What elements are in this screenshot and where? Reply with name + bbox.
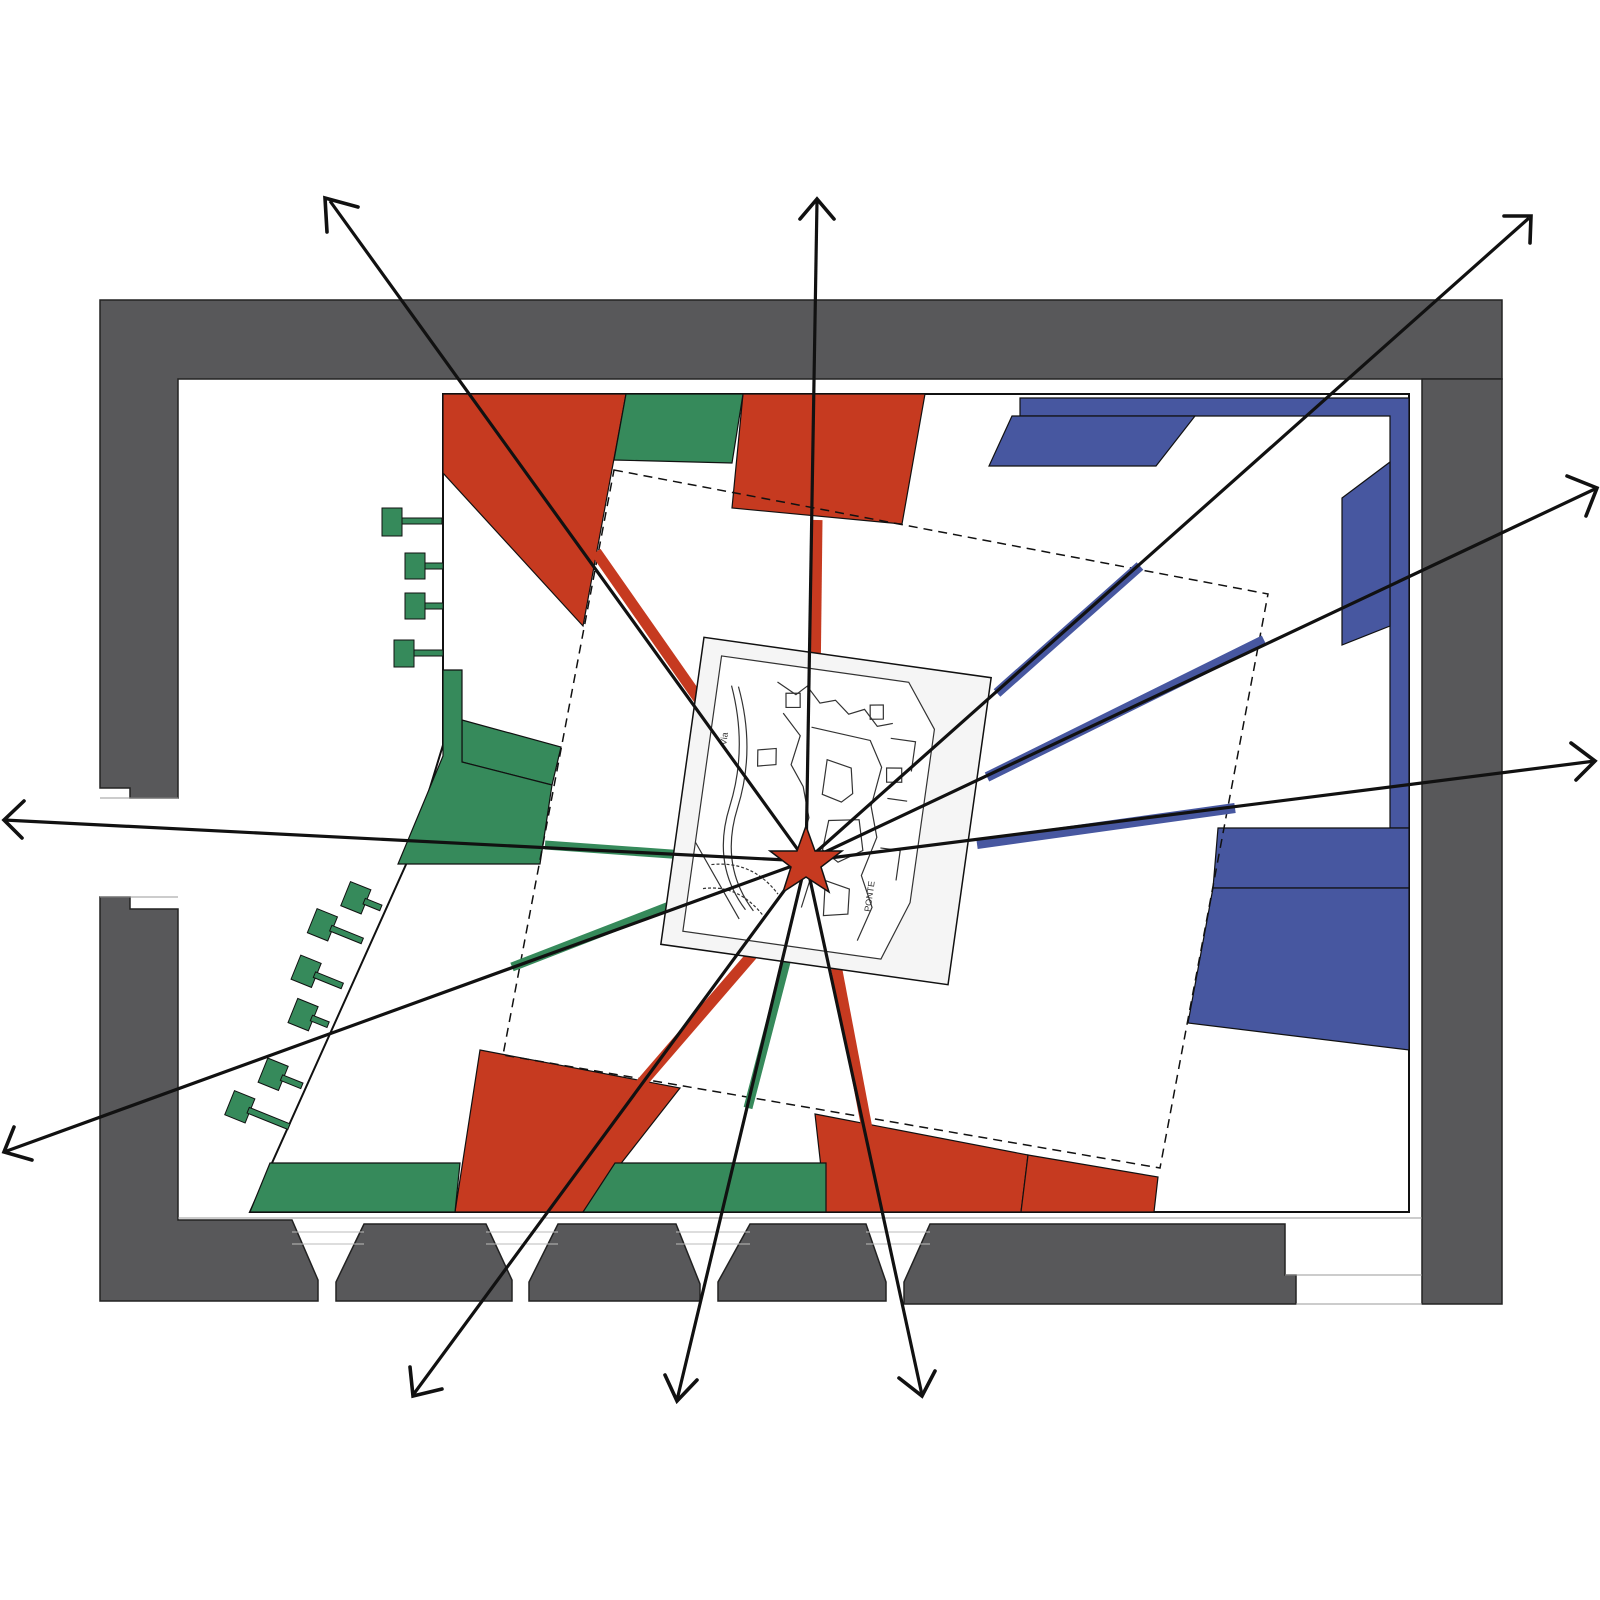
map-label-1: PONTE [862,880,876,912]
radiating-arrows [1,195,1600,1405]
arrow-icon [1,1125,34,1162]
arrow-icon [1502,214,1533,245]
red-bar-nw [591,548,717,722]
arrow-n [804,200,819,862]
seats-west-lower [224,880,383,1131]
green-panel-bottom-left [249,1162,461,1213]
green-panel-bottom-center [581,1162,827,1213]
wall-south-pier-2 [528,1223,701,1302]
arrow-nnw [328,200,808,862]
seats-west-upper [381,507,444,668]
lamp-post-icon [381,507,443,537]
green-panels [249,393,827,1213]
red-panel-top-left [442,393,627,628]
lamp-post-icon [306,907,365,945]
arrow-icon [323,195,360,234]
blue-panel-east-upper [1341,460,1391,646]
lamp-post-icon [287,997,330,1032]
arrow-icon [798,196,836,221]
blue-panel-east-lower [1187,887,1410,1051]
red-panel-top-center [731,393,926,525]
blue-panels [988,397,1410,1051]
inner-room-dashed-outline [502,469,1269,1169]
arrow-icon [408,1365,444,1399]
lamp-post-icon [404,592,444,620]
lamp-post-icon [340,880,383,915]
wall-south-pier-1 [335,1223,513,1302]
arrow-e [805,759,1596,863]
arrow-icon [897,1369,937,1399]
blue-panel-top-left [988,415,1197,467]
map-label-2: Via [718,732,730,746]
arrow-w [3,818,807,863]
arrow-sw [411,860,808,1396]
wall-west-lower [99,896,319,1302]
arrow-ssw [675,860,808,1401]
wall-south-pier-3 [717,1223,887,1302]
central-map: PONTE Via [659,636,993,986]
lamp-post-icon [290,954,345,990]
arrow-wsw [3,859,807,1154]
wall-south-pier-4 [903,1223,1297,1305]
red-panels [442,393,1159,1213]
arrow-icon [1569,741,1598,782]
lamp-post-icon [224,1090,291,1131]
map-frame [682,655,936,960]
arrow-ne [804,216,1531,863]
lamp-post-icon [257,1057,304,1092]
arrow-s [804,860,924,1396]
arrow-icon [1565,474,1600,518]
blue-panel-east-middle [1212,827,1410,889]
star-icon [767,823,845,894]
arrow-ene [805,486,1598,863]
green-panel-top [613,393,744,464]
lamp-post-icon [393,639,444,668]
arrow-icon [663,1373,699,1405]
arrow-icon [1,799,26,840]
red-panel-bottom-right-b [1020,1154,1159,1213]
blue-bar-e [976,803,1236,849]
building-walls [99,299,1503,1305]
wall-openings [100,797,1422,1305]
lamp-post-icon [404,552,444,580]
red-bar-s [829,958,874,1136]
wall-east [1421,378,1503,1305]
